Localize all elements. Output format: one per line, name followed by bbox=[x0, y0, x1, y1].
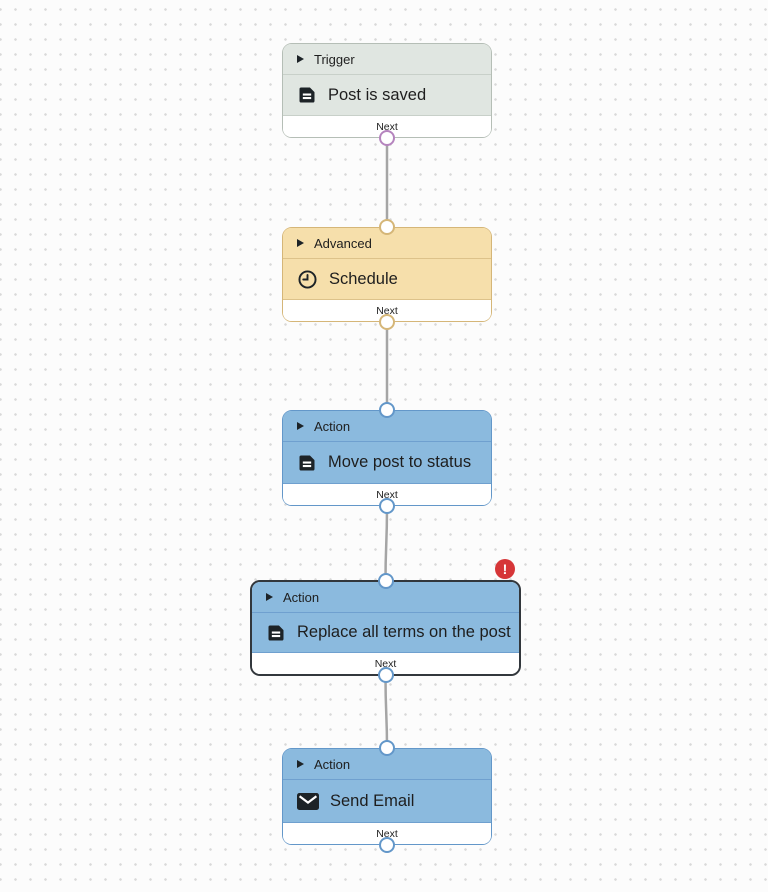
node-body: Replace all terms on the post bbox=[252, 613, 519, 653]
workflow-node-send-email[interactable]: Action Send Email Next bbox=[282, 740, 492, 853]
clock-icon bbox=[297, 269, 318, 290]
exclamation-icon: ! bbox=[502, 561, 508, 577]
node-header[interactable]: Action bbox=[283, 749, 491, 780]
output-port-next[interactable] bbox=[379, 314, 395, 330]
node-title: Replace all terms on the post bbox=[297, 623, 511, 641]
workflow-node-replace-all-terms[interactable]: ! Action Replace all terms on the post N… bbox=[250, 559, 521, 683]
output-port-next[interactable] bbox=[377, 667, 394, 683]
next-label: Next bbox=[374, 657, 397, 670]
document-icon bbox=[297, 453, 317, 473]
next-label: Next bbox=[376, 488, 398, 501]
node-category-label: Action bbox=[314, 418, 351, 434]
workflow-node-schedule[interactable]: Advanced Schedule Next bbox=[282, 219, 492, 330]
document-icon bbox=[266, 623, 286, 643]
node-title: Schedule bbox=[329, 269, 398, 288]
node-footer: Next bbox=[283, 300, 491, 321]
node-footer: Next bbox=[283, 116, 491, 137]
input-port[interactable] bbox=[379, 740, 395, 756]
node-body: Move post to status bbox=[283, 442, 491, 484]
node-footer: Next bbox=[252, 653, 519, 674]
node-category-label: Advanced bbox=[314, 235, 372, 251]
node-body: Post is saved bbox=[283, 75, 491, 116]
node-header[interactable]: Trigger bbox=[283, 44, 491, 75]
node-category-label: Action bbox=[283, 589, 320, 605]
node-category-label: Trigger bbox=[314, 51, 355, 67]
node-title: Send Email bbox=[330, 791, 415, 810]
input-port[interactable] bbox=[377, 573, 394, 589]
collapse-triangle-icon bbox=[297, 760, 304, 768]
node-category-label: Action bbox=[314, 756, 351, 772]
node-footer: Next bbox=[283, 823, 491, 844]
workflow-node-move-post-to-status[interactable]: Action Move post to status Next bbox=[282, 402, 492, 514]
output-port-next[interactable] bbox=[379, 837, 395, 853]
collapse-triangle-icon bbox=[297, 55, 304, 63]
node-body: Schedule bbox=[283, 259, 491, 300]
output-port-next[interactable] bbox=[379, 498, 395, 514]
next-label: Next bbox=[376, 304, 398, 317]
node-title: Post is saved bbox=[328, 85, 427, 104]
collapse-triangle-icon bbox=[266, 593, 273, 601]
collapse-triangle-icon bbox=[297, 422, 304, 430]
edge-replaceterms-to-sendemail bbox=[384, 675, 389, 749]
node-footer: Next bbox=[283, 484, 491, 505]
input-port[interactable] bbox=[379, 219, 395, 235]
document-icon bbox=[297, 85, 317, 105]
input-port[interactable] bbox=[379, 402, 395, 418]
error-badge[interactable]: ! bbox=[495, 559, 515, 579]
node-header[interactable]: Action bbox=[283, 411, 491, 442]
collapse-triangle-icon bbox=[297, 239, 304, 247]
next-label: Next bbox=[376, 120, 398, 133]
output-port-next[interactable] bbox=[379, 130, 395, 146]
edge-movepost-to-replaceterms bbox=[384, 505, 389, 581]
node-body: Send Email bbox=[283, 780, 491, 823]
next-label: Next bbox=[376, 827, 398, 840]
envelope-icon bbox=[297, 792, 319, 810]
workflow-node-post-is-saved[interactable]: Trigger Post is saved Next bbox=[282, 43, 492, 146]
node-title: Move post to status bbox=[328, 453, 472, 471]
